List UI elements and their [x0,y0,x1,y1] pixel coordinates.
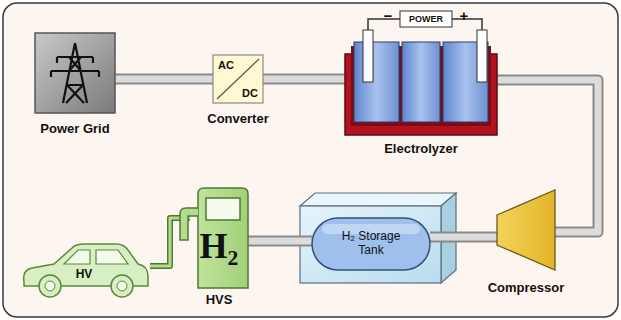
node-label: Compressor [488,280,565,295]
power-label: POWER [409,14,443,24]
power-box [400,11,452,27]
compressor: Compressor [497,190,555,270]
node-text: H₂ Storage Tank [312,218,430,270]
node-label: DC [242,87,258,99]
node-text: HV [20,267,148,281]
pipe [263,79,345,80]
pipe-stroke [263,76,345,83]
electrolyzer: Electrolyzer [345,42,497,135]
frame [3,3,618,317]
shape [497,190,555,270]
node-label: Power Grid [40,121,109,136]
pipe [248,241,312,242]
storage-tank: H₂ Storage Tank [312,218,430,270]
pipe-stroke [115,74,213,85]
node-label: HVS [206,292,233,307]
hydrogen-station: H₂HVS [190,188,248,288]
pipe [115,79,213,80]
pipe-stroke [248,236,312,247]
power-grid: Power Grid [35,33,115,113]
pipe [430,237,497,238]
pipe-stroke [430,232,497,243]
node-label: Converter [207,111,268,126]
shape [35,33,115,113]
node-text: H₂ [190,228,248,264]
hydrogen-vehicle: HV [20,240,150,298]
pipe-stroke [248,238,312,245]
converter-box: ACDCConverter [213,55,263,103]
pipe-stroke [263,74,345,85]
shape [345,42,497,135]
pipe-stroke [430,234,497,241]
node-label: Electrolyzer [384,141,458,156]
node-text: AC [218,59,234,71]
pipe-stroke [115,76,213,83]
polarity-plus: + [460,7,469,24]
polarity-minus: − [384,7,393,24]
